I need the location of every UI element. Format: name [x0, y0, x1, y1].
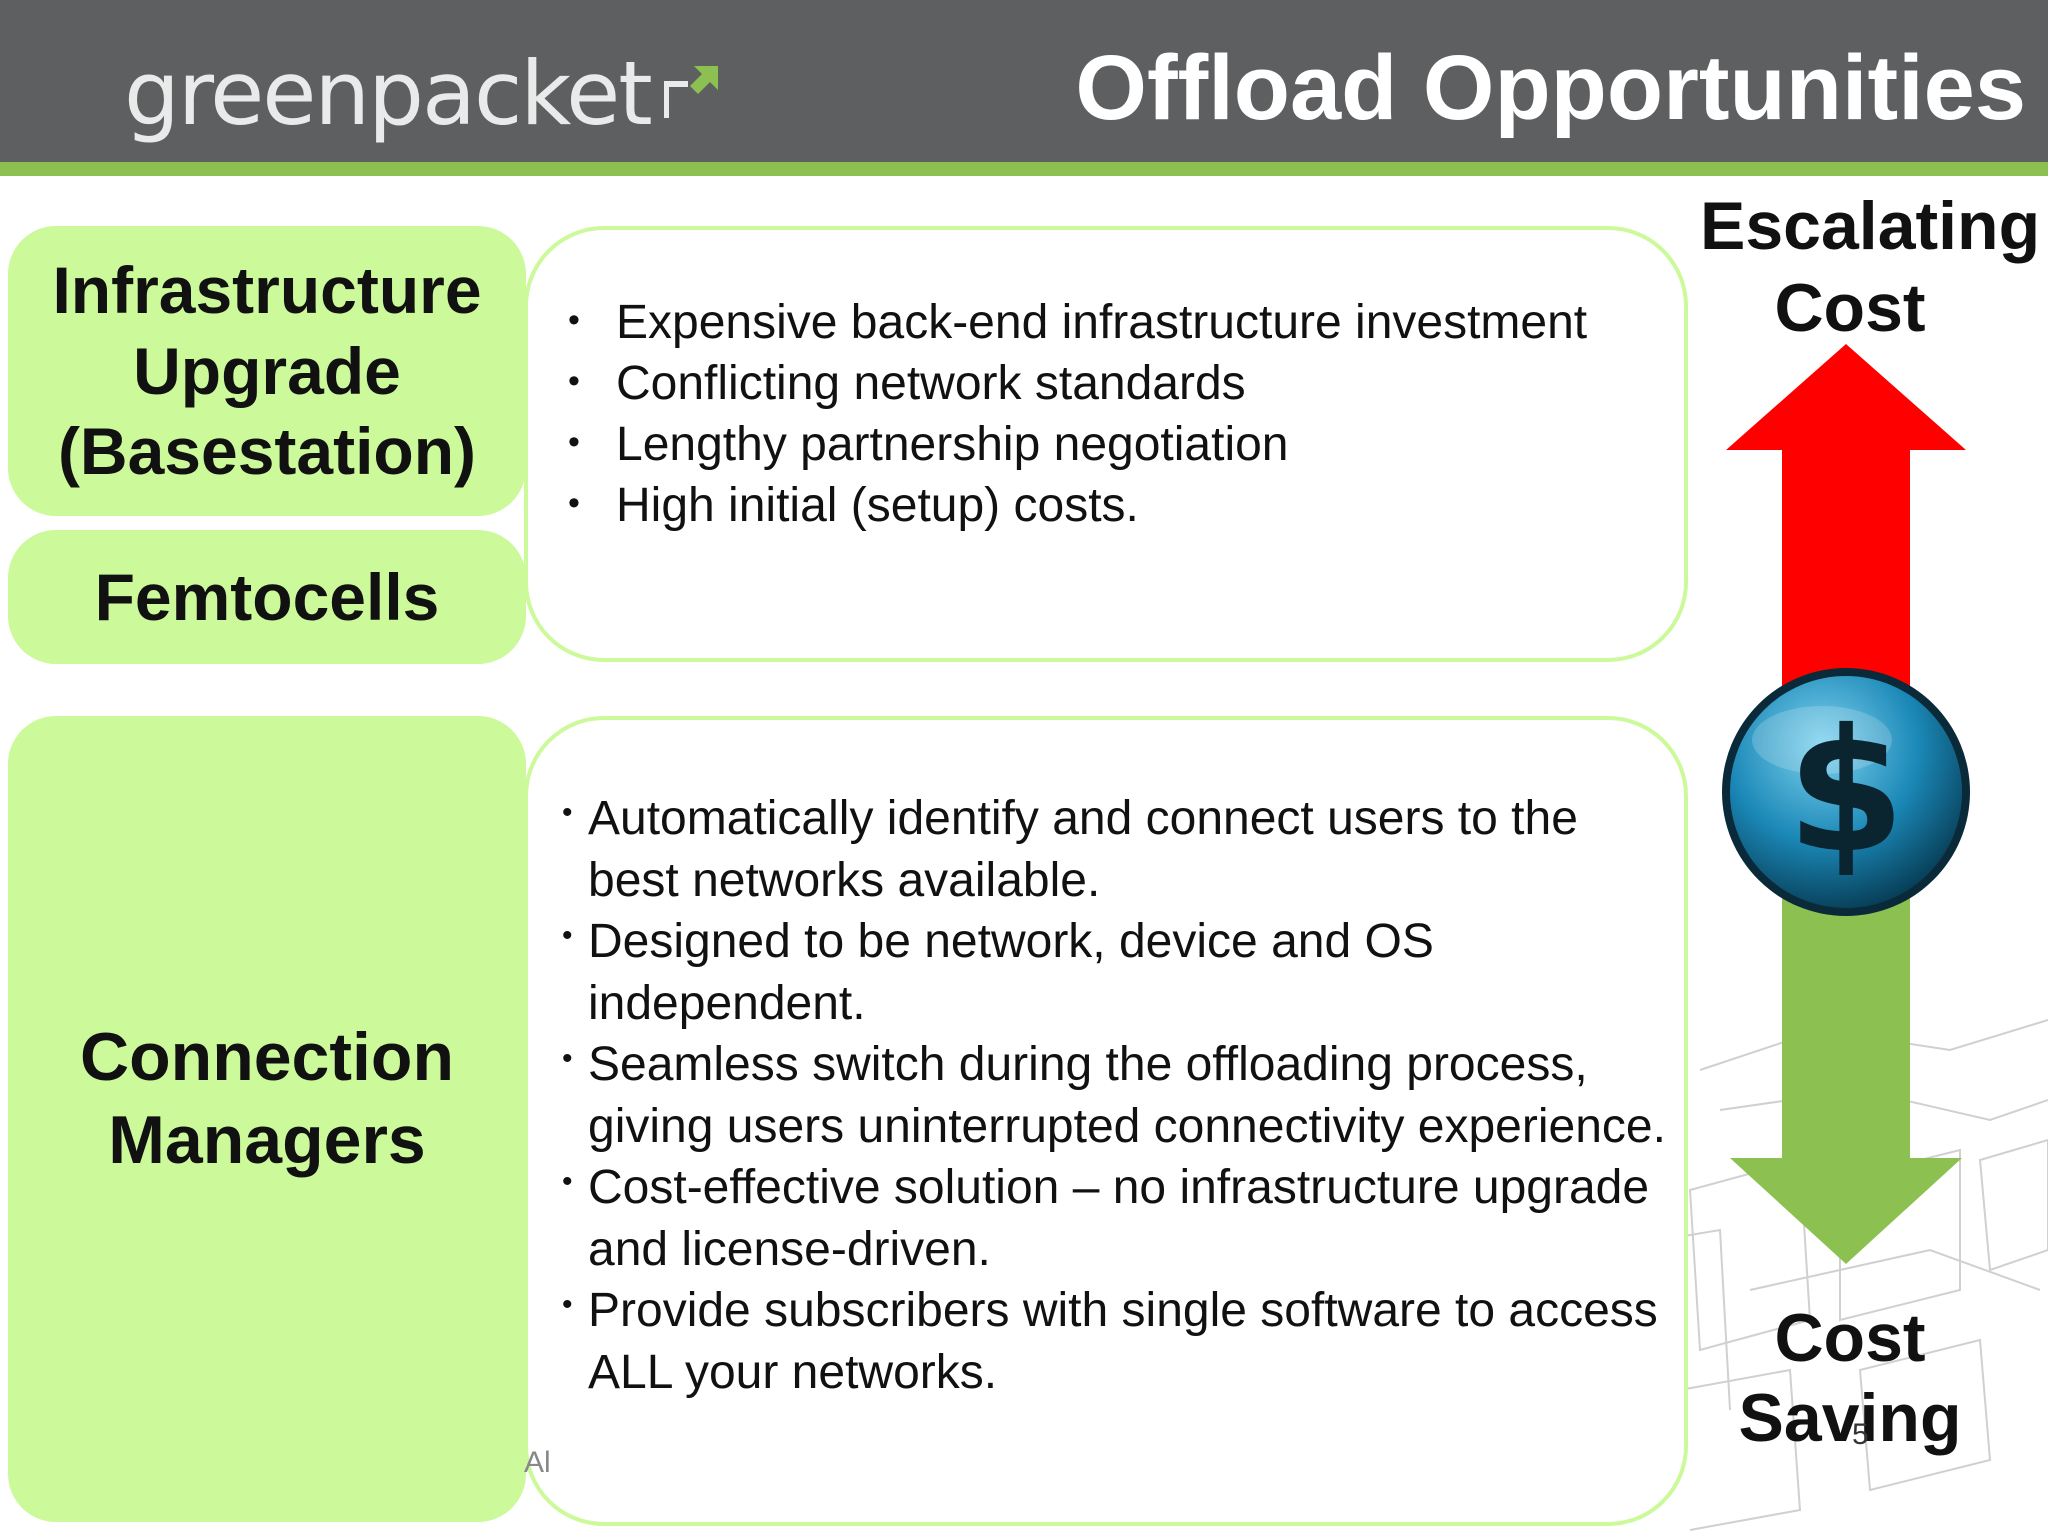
- red-up-arrow-icon: [1726, 344, 1966, 760]
- escalating-cost-text: Escalating Cost: [1700, 188, 2041, 346]
- list-item: Lengthy partnership negotiation: [568, 412, 1676, 475]
- list-item: Cost-effective solution – no infrastruct…: [562, 1151, 1678, 1280]
- cost-saving-text: Cost Saving: [1738, 1300, 1962, 1457]
- list-item: Designed to be network, device and OS in…: [562, 905, 1678, 1034]
- row-label-connection-managers: Connection Managers: [8, 716, 526, 1522]
- page-number: 5: [1852, 1418, 1869, 1451]
- green-down-arrow-icon: [1730, 840, 1962, 1264]
- header-accent-rule: [0, 162, 2048, 176]
- footer-fragment: Al: [524, 1446, 551, 1479]
- row-label-femtocells: Femtocells: [8, 530, 526, 664]
- slide-title: Offload Opportunities: [1075, 37, 2026, 139]
- dollar-coin-icon: $: [1722, 668, 1970, 916]
- svg-text:$: $: [1787, 693, 1905, 891]
- row-label-text: Connection Managers: [80, 1019, 454, 1178]
- cost-arrow-graphic: [1726, 344, 1966, 1264]
- row-label-text: Infrastructure Upgrade (Basestation): [52, 253, 482, 489]
- bottom-bullet-list: Automatically identify and connect users…: [562, 782, 1678, 1403]
- header-bar: [0, 0, 2048, 162]
- list-item: Conflicting network standards: [568, 351, 1676, 414]
- top-bullet-list: Expensive back-end infrastructure invest…: [568, 290, 1676, 536]
- logo-mark-icon: [664, 66, 718, 118]
- logo-text: greenpacket: [124, 42, 653, 145]
- list-item: Provide subscribers with single software…: [562, 1274, 1678, 1403]
- row-label-text: Femtocells: [94, 559, 440, 634]
- list-item: Seamless switch during the offloading pr…: [562, 1028, 1678, 1157]
- list-item: Automatically identify and connect users…: [562, 782, 1678, 911]
- escalating-cost-label: Escalating Cost: [1660, 186, 2040, 349]
- greenpacket-logo: greenpacket: [124, 42, 718, 152]
- cost-saving-label: Cost Saving: [1660, 1298, 2040, 1458]
- list-item: Expensive back-end infrastructure invest…: [568, 290, 1676, 353]
- list-item: High initial (setup) costs.: [568, 473, 1676, 536]
- row-label-infrastructure-upgrade: Infrastructure Upgrade (Basestation): [8, 226, 526, 516]
